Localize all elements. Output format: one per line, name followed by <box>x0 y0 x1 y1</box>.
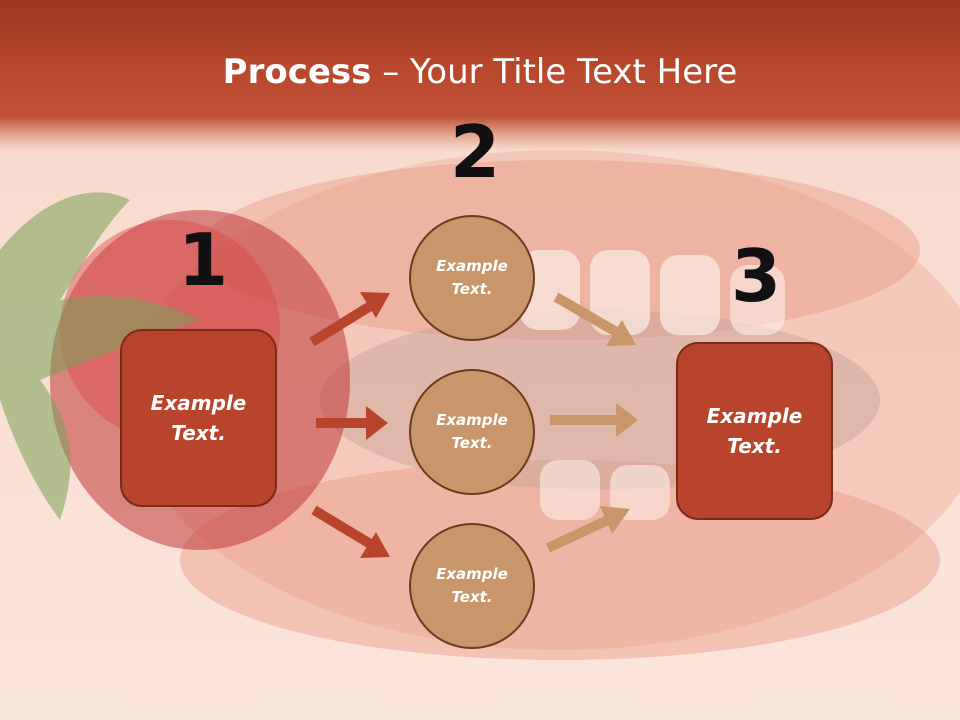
arrow-to-circle-top <box>309 292 390 347</box>
circle-middle-label-line1: Example <box>436 411 508 429</box>
arrow-from-circle-bottom <box>545 506 630 553</box>
title-bar <box>0 0 960 150</box>
title-rest: Your Title Text Here <box>410 52 738 92</box>
step-2-circle-top: Example Text. <box>409 215 535 341</box>
step-3-box: Example Text. <box>676 342 833 520</box>
circle-top-label-line2: Text. <box>451 280 493 298</box>
step-number-2: 2 <box>450 110 501 194</box>
title-dash: – <box>371 52 411 92</box>
arrow-from-circle-middle <box>550 403 638 437</box>
circle-bottom-label-line1: Example <box>436 565 508 583</box>
step-1-label-line1: Example <box>150 391 247 415</box>
slide-title: Process – Your Title Text Here <box>0 52 960 92</box>
step-number-1: 1 <box>178 218 229 302</box>
step-1-label-line2: Text. <box>171 421 226 445</box>
circle-top-label-line1: Example <box>436 257 508 275</box>
circle-bottom-label-line2: Text. <box>451 588 493 606</box>
step-2-circle-bottom: Example Text. <box>409 523 535 649</box>
title-bold: Process <box>222 52 372 92</box>
step-number-3: 3 <box>731 234 782 318</box>
arrow-to-circle-middle <box>316 406 388 440</box>
step-2-circle-middle: Example Text. <box>409 369 535 495</box>
step-1-box: Example Text. <box>120 329 277 507</box>
arrow-from-circle-top <box>553 292 636 346</box>
circle-middle-label-line2: Text. <box>451 434 493 452</box>
arrow-to-circle-bottom <box>311 505 390 558</box>
step-3-label-line1: Example <box>706 404 803 428</box>
step-3-label-line2: Text. <box>727 434 782 458</box>
